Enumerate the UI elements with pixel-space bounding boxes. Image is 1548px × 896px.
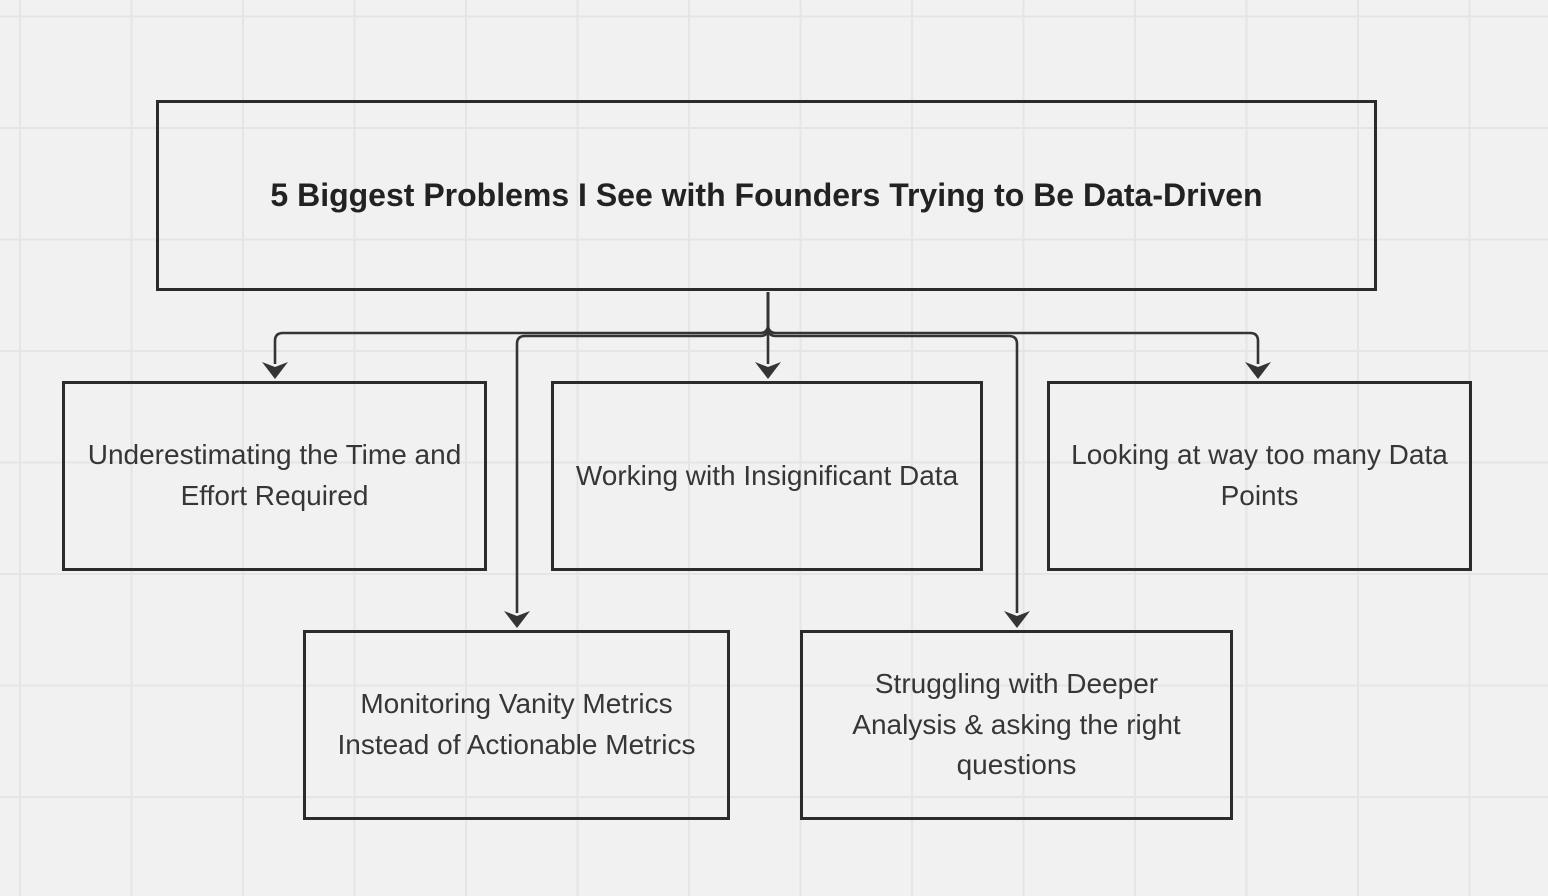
node-label: Struggling with Deeper Analysis & asking… xyxy=(852,668,1181,781)
title-node: 5 Biggest Problems I See with Founders T… xyxy=(156,100,1377,291)
node-deeper-analysis: Struggling with Deeper Analysis & asking… xyxy=(800,630,1233,820)
connector-title-to-too-many-points xyxy=(766,292,1271,379)
arrow-head xyxy=(755,362,781,379)
arrow-head xyxy=(1004,611,1030,628)
node-label: Underestimating the Time and Effort Requ… xyxy=(87,439,462,511)
arrow-head xyxy=(504,611,530,628)
node-label: Working with Insignificant Data xyxy=(575,459,959,491)
node-label: Monitoring Vanity Metrics Instead of Act… xyxy=(337,688,696,760)
arrow-head xyxy=(262,362,288,379)
arrow-head xyxy=(1245,362,1271,379)
connector-title-to-insignificant-data xyxy=(755,292,781,379)
diagram-title: 5 Biggest Problems I See with Founders T… xyxy=(270,176,1263,213)
node-too-many-points: Looking at way too many Data Points xyxy=(1047,381,1472,571)
node-vanity-metrics: Monitoring Vanity Metrics Instead of Act… xyxy=(303,630,730,820)
node-insignificant-data: Working with Insignificant Data xyxy=(551,381,983,571)
node-label: Looking at way too many Data Points xyxy=(1071,439,1448,511)
connector-title-to-time-effort xyxy=(262,292,770,379)
node-time-effort: Underestimating the Time and Effort Requ… xyxy=(62,381,487,571)
